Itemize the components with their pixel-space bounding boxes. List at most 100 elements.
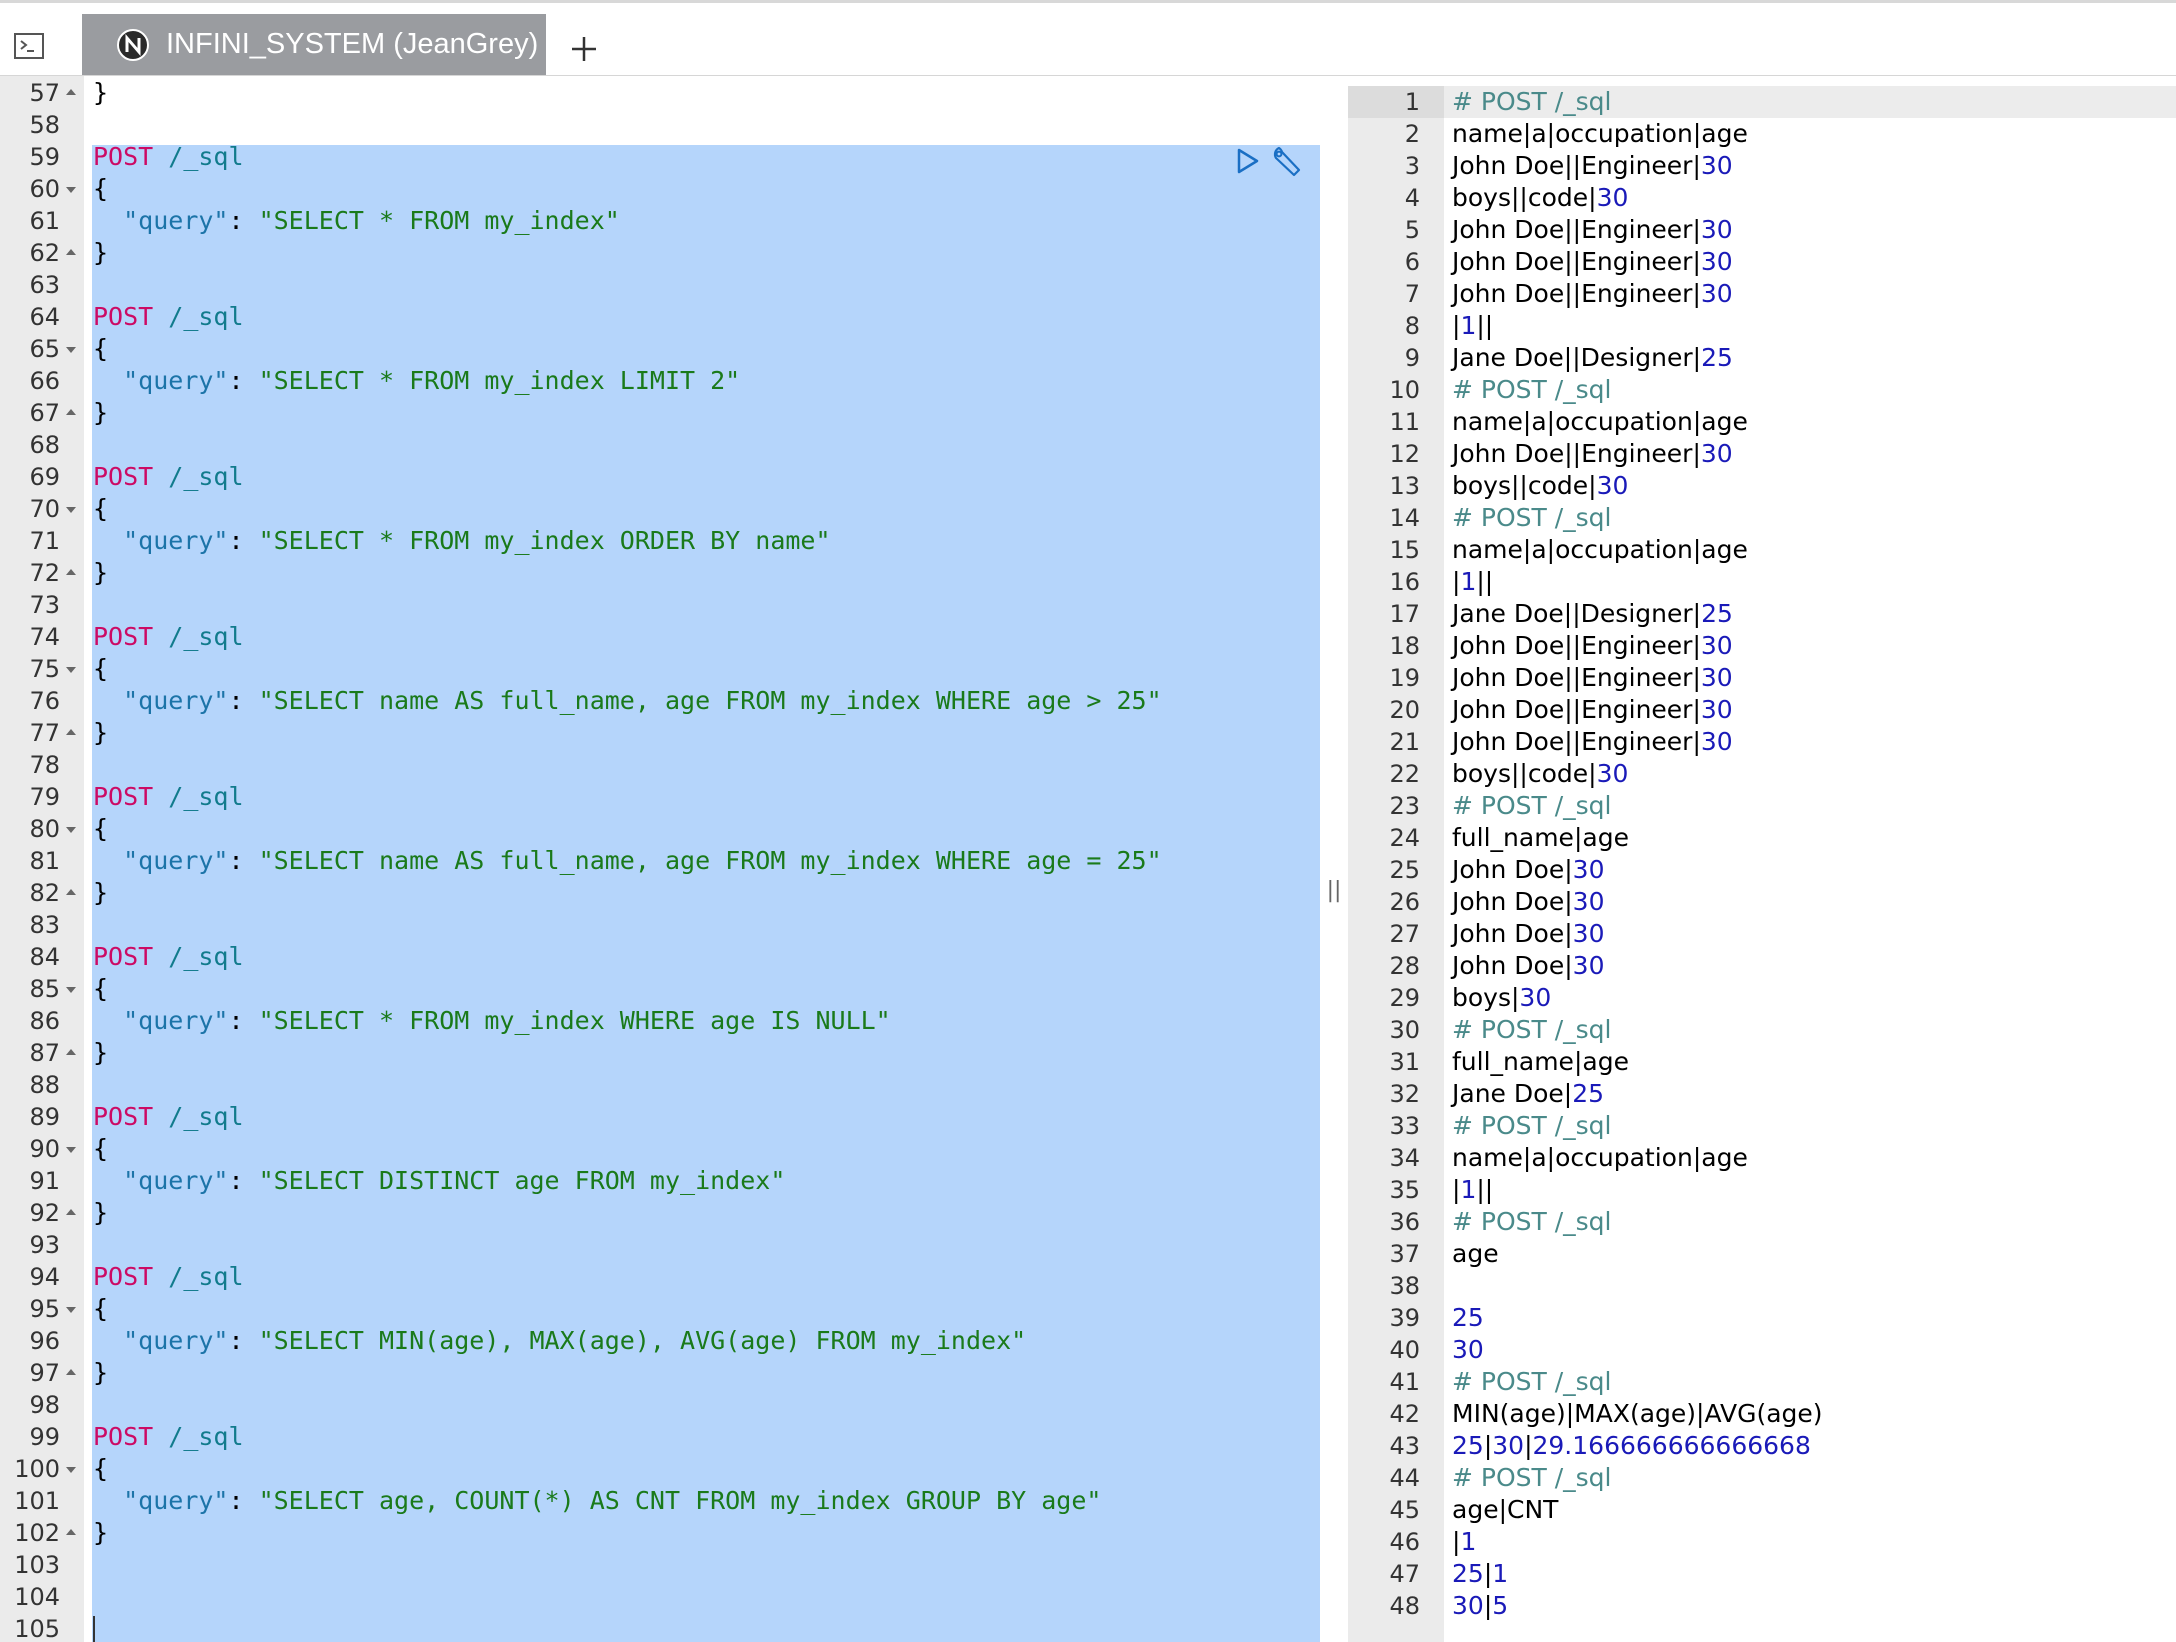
line-number: 45 [1389,1496,1420,1524]
fold-toggle-icon[interactable] [60,493,84,525]
fold-toggle-icon[interactable] [60,173,84,205]
editor-line[interactable]: 68 [0,429,93,461]
fold-toggle-icon[interactable] [60,877,84,909]
fold-toggle-icon[interactable] [60,973,84,1005]
editor-line[interactable]: 101 "query": "SELECT age, COUNT(*) AS CN… [0,1485,1101,1517]
field-separator: | [1692,279,1701,308]
editor-line[interactable]: 81 "query": "SELECT name AS full_name, a… [0,845,1161,877]
editor-line[interactable]: 90{ [0,1133,108,1165]
terminal-icon[interactable] [14,33,44,59]
fold-toggle-icon[interactable] [60,397,84,429]
field-separator: | [1452,567,1461,596]
resize-handle[interactable]: || [1326,878,1342,903]
fold-toggle-icon[interactable] [60,813,84,845]
fold-toggle-icon[interactable] [60,1453,84,1485]
editor-line[interactable]: 88 [0,1069,93,1101]
editor-line[interactable]: 76 "query": "SELECT name AS full_name, a… [0,685,1162,717]
editor-line[interactable]: 82} [0,877,108,909]
editor-line[interactable]: 102} [0,1517,108,1549]
editor-line[interactable]: 63 [0,269,93,301]
editor-line[interactable]: 93 [0,1229,93,1261]
code-text: "query": "SELECT name AS full_name, age … [93,685,1162,717]
fold-toggle-icon[interactable] [60,237,84,269]
editor-line[interactable]: 103 [0,1549,93,1581]
fold-toggle-icon[interactable] [60,717,84,749]
editor-line[interactable]: 78 [0,749,93,781]
json-key: "query" [123,846,229,875]
editor-line[interactable]: 61 "query": "SELECT * FROM my_index" [0,205,619,237]
editor-line[interactable]: 83 [0,909,93,941]
editor-line[interactable]: 77} [0,717,108,749]
pane-divider[interactable] [1320,76,1348,1642]
editor-line[interactable]: 71 "query": "SELECT * FROM my_index ORDE… [0,525,830,557]
editor-line[interactable]: 67} [0,397,108,429]
editor-line[interactable]: 75{ [0,653,108,685]
editor-line[interactable]: 85{ [0,973,108,1005]
editor-line[interactable]: 73 [0,589,93,621]
editor-line[interactable]: 98 [0,1389,93,1421]
editor-line[interactable]: 80{ [0,813,108,845]
play-icon[interactable] [1232,146,1262,176]
fold-toggle-icon[interactable] [60,333,84,365]
editor-line[interactable]: 57} [0,77,108,109]
field-separator: | [1564,663,1573,692]
editor-line[interactable]: 66 "query": "SELECT * FROM my_index LIMI… [0,365,740,397]
field-separator: | [1564,215,1573,244]
plus-icon[interactable] [566,31,602,67]
text-value: John Doe [1452,439,1565,468]
editor-line[interactable]: 100{ [0,1453,108,1485]
editor-line[interactable]: 62} [0,237,108,269]
fold-toggle-icon[interactable] [60,1517,84,1549]
editor-line[interactable]: 91 "query": "SELECT DISTINCT age FROM my… [0,1165,785,1197]
fold-toggle-icon[interactable] [60,557,84,589]
editor-line[interactable]: 58 [0,109,93,141]
line-number: 62 [29,239,60,267]
output-text: John Doe||Engineer|30 [1452,726,1733,758]
editor-line[interactable]: 87} [0,1037,108,1069]
fold-toggle-icon[interactable] [60,1133,84,1165]
editor-line[interactable]: 95{ [0,1293,108,1325]
output-line: 41# POST /_sql [1348,1366,1611,1398]
fold-spacer [60,1549,84,1581]
editor-line[interactable]: 105 [0,1613,93,1642]
fold-toggle-icon[interactable] [60,1037,84,1069]
editor-line[interactable]: 60{ [0,173,108,205]
fold-toggle-icon[interactable] [60,77,84,109]
editor-line[interactable]: 104 [0,1581,93,1613]
editor-line[interactable]: 86 "query": "SELECT * FROM my_index WHER… [0,1005,890,1037]
wrench-icon[interactable] [1270,144,1304,178]
editor-line[interactable]: 72} [0,557,108,589]
fold-toggle-icon[interactable] [60,1197,84,1229]
text-value: a [1531,407,1547,436]
line-number: 26 [1389,888,1420,916]
fold-toggle-icon[interactable] [60,1357,84,1389]
number-value: 30 [1572,855,1605,884]
editor-line[interactable]: 70{ [0,493,108,525]
text-value: Jane Doe [1452,343,1564,372]
field-separator: | [1588,471,1597,500]
fold-toggle-icon[interactable] [60,1293,84,1325]
tab-infini-system[interactable]: INFINI_SYSTEM (JeanGrey) [82,14,546,75]
editor-line[interactable]: 92} [0,1197,108,1229]
editor-line[interactable]: 96 "query": "SELECT MIN(age), MAX(age), … [0,1325,1026,1357]
fold-spacer [60,141,84,173]
line-number: 14 [1389,504,1420,532]
editor-line[interactable]: 97} [0,1357,108,1389]
number-value: 25 [1572,1079,1605,1108]
number-value: 30 [1596,471,1629,500]
editor-line[interactable]: 65{ [0,333,108,365]
fold-toggle-icon[interactable] [60,653,84,685]
